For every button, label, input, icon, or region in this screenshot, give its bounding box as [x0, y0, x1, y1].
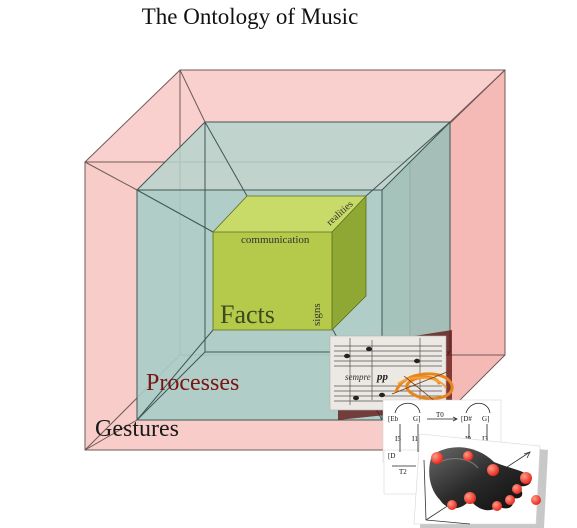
edge-t0: T0 [436, 411, 444, 419]
facts-top-face [213, 196, 366, 232]
facts-cube [212, 195, 367, 331]
processes-top-face [137, 122, 450, 190]
facts-front-face [213, 232, 332, 330]
edge-t2: T2 [399, 468, 407, 476]
hand-gesture-image [413, 433, 548, 528]
score-marking: sempre [345, 372, 371, 382]
label-facts: Facts [220, 300, 275, 329]
diagram-title: The Ontology of Music [141, 4, 359, 29]
node-g-left: G] [413, 415, 420, 423]
label-signs: signs [311, 303, 323, 326]
edge-i5: I5 [395, 435, 401, 443]
label-gestures: Gestures [95, 416, 179, 442]
facts-side-face [332, 196, 366, 330]
node-eb: [Eb [388, 415, 399, 423]
score-dynamic: pp [376, 371, 389, 383]
node-g-right: G] [482, 415, 489, 423]
score-snippet: sempre pp [329, 330, 454, 420]
label-communication: communication [241, 234, 310, 246]
node-d: [D [388, 452, 395, 460]
gesture-curve [391, 369, 454, 403]
label-processes: Processes [146, 370, 239, 396]
edge-i3: I3 [482, 435, 488, 443]
node-d-sharp: [D# [461, 415, 472, 423]
motion-capture-markers [431, 451, 541, 511]
edge-i1: I1 [412, 435, 418, 443]
